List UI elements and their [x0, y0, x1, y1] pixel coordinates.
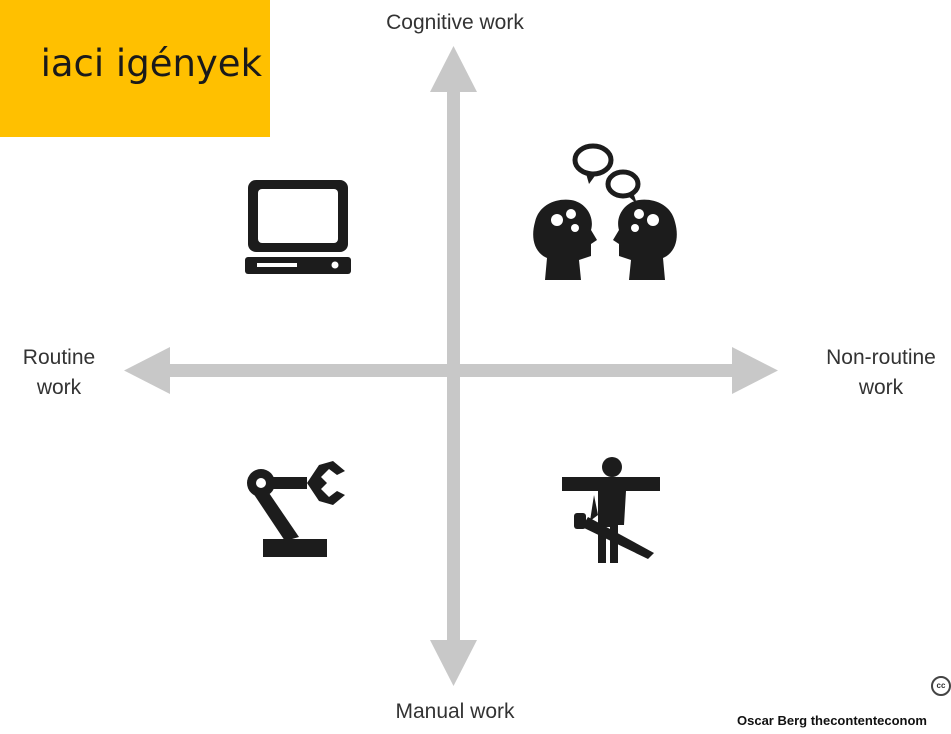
page-title: iaci igények: [40, 42, 262, 85]
carpenter-icon: [562, 457, 660, 563]
horizontal-axis: [124, 347, 778, 394]
axis-label-left-line1: Routine: [22, 346, 96, 369]
credit-text: Oscar Berg thecontenteconom: [737, 713, 927, 728]
creative-commons-icon: cc: [931, 676, 951, 696]
axis-label-top: Cognitive work: [386, 11, 524, 34]
collaborating-heads-icon: [533, 143, 677, 280]
arrow-left-icon: [124, 347, 170, 394]
right-head-icon: [613, 199, 677, 280]
arrow-down-icon: [430, 640, 477, 686]
axis-label-bottom: Manual work: [395, 700, 515, 723]
speech-bubbles-icon: [572, 143, 641, 204]
axis-label-left-line2: work: [36, 376, 82, 399]
axis-label-right-line2: work: [858, 376, 904, 399]
arrow-right-icon: [732, 347, 778, 394]
axis-label-left: Routine work: [0, 343, 118, 403]
left-head-icon: [533, 199, 597, 280]
title-box: iaci igények: [0, 0, 270, 137]
axis-label-right-line1: Non-routine: [826, 346, 936, 369]
arrow-up-icon: [430, 46, 477, 92]
robotic-arm-icon: [247, 461, 345, 557]
axis-label-right: Non-routine work: [796, 343, 951, 403]
computer-icon: [245, 180, 351, 274]
